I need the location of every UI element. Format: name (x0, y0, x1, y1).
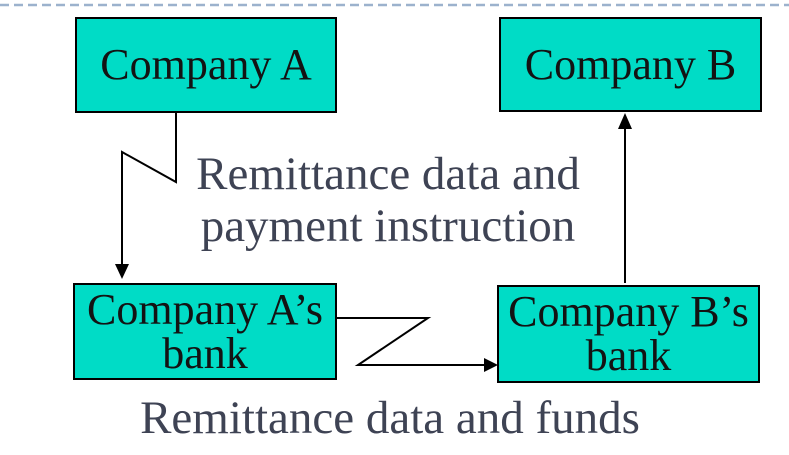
box-company-b-bank-label-line2: bank (585, 331, 672, 380)
box-company-b-bank: Company B’s bank (497, 285, 760, 383)
box-company-b-label: Company B (524, 39, 737, 89)
box-company-b-bank-label-line1: Company B’s (508, 287, 749, 336)
caption-remittance-payment-line2: payment instruction (200, 200, 576, 252)
box-company-b: Company B (499, 17, 762, 112)
caption-remittance-funds: Remittance data and funds (90, 392, 690, 444)
caption-remittance-payment: Remittance data and payment instruction (188, 148, 588, 252)
arrowhead-up-icon (618, 113, 632, 129)
arrow-bank-to-bank (337, 317, 486, 366)
box-company-a-bank-label-line1: Company A’s (87, 284, 323, 334)
caption-remittance-payment-line1: Remittance data and (196, 148, 580, 200)
arrowhead-right-icon (484, 358, 498, 372)
box-company-a-bank: Company A’s bank (73, 283, 337, 380)
arrowhead-down-icon (115, 264, 129, 279)
caption-remittance-funds-text: Remittance data and funds (140, 392, 640, 444)
box-company-a-label: Company A (100, 40, 312, 89)
box-company-a-bank-label-line2: bank (162, 328, 248, 378)
arrow-company-a-to-bank (121, 113, 177, 266)
box-company-a: Company A (75, 17, 337, 113)
